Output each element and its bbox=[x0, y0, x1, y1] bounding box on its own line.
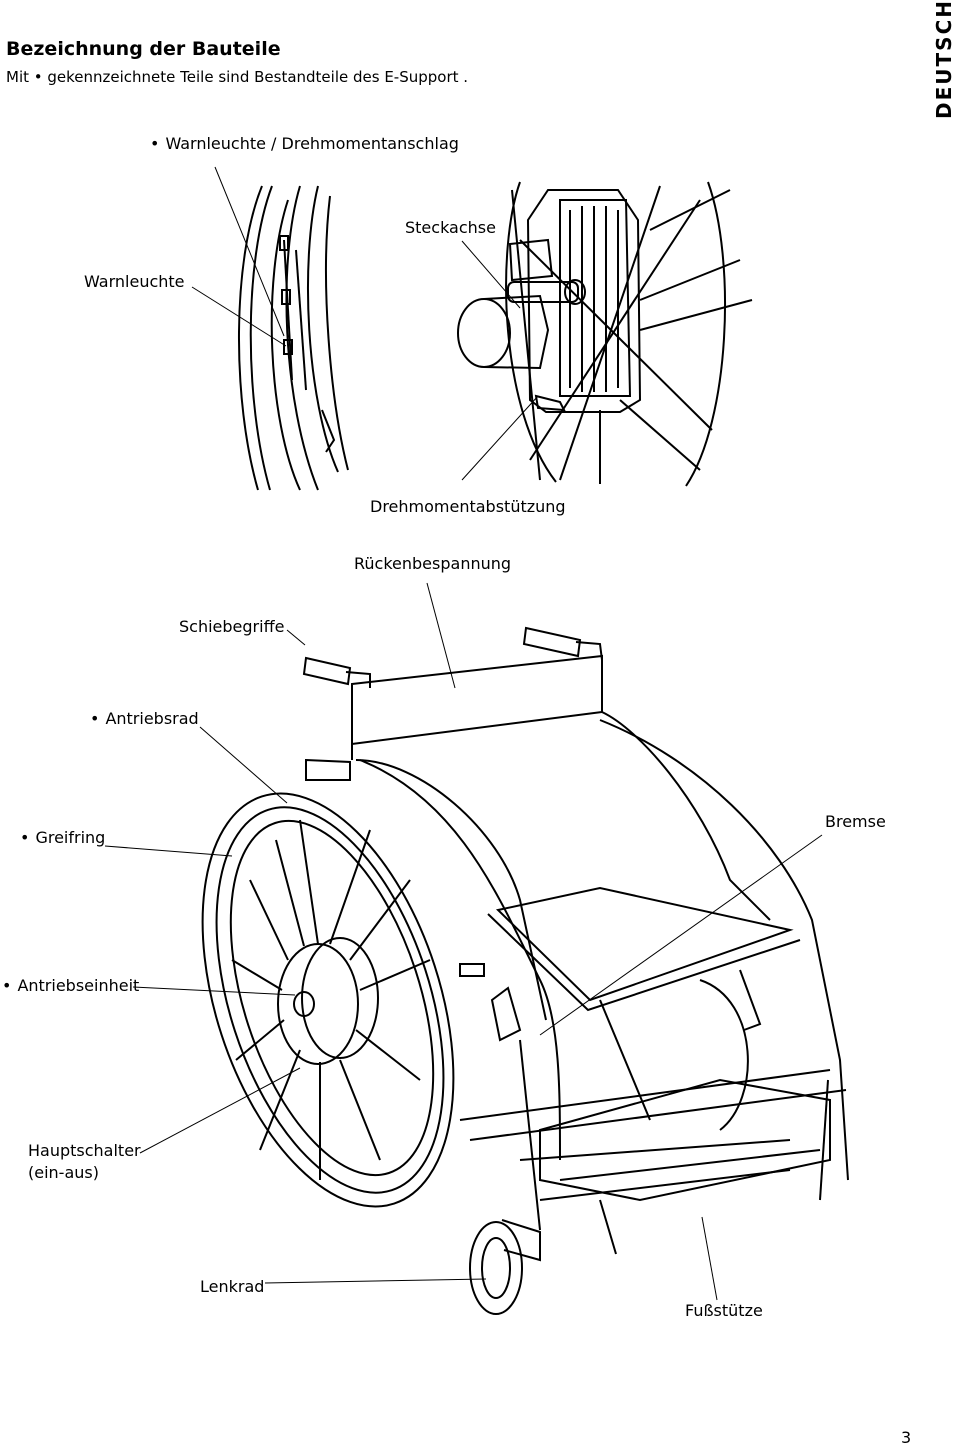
label-rueckenbespannung: Rückenbespannung bbox=[354, 554, 512, 573]
label-steckachse: Steckachse bbox=[405, 218, 496, 237]
main-leader-lines bbox=[105, 583, 822, 1300]
label-hauptschalter: Hauptschalter (ein-aus) bbox=[28, 1140, 141, 1184]
label-warning-torque: Warnleuchte / Drehmomentanschlag bbox=[150, 134, 458, 153]
label-drehmomentabstuetzung: Drehmomentabstützung bbox=[370, 497, 566, 516]
page-title: Bezeichnung der Bauteile bbox=[6, 38, 281, 60]
page-number: 3 bbox=[901, 1428, 912, 1447]
label-hauptschalter-line1: Hauptschalter bbox=[28, 1141, 141, 1160]
wheelchair-drawing bbox=[155, 628, 848, 1314]
label-bremse: Bremse bbox=[825, 812, 886, 831]
label-antriebseinheit: Antriebseinheit bbox=[2, 976, 139, 995]
label-warnleuchte: Warnleuchte bbox=[84, 272, 185, 291]
label-lenkrad: Lenkrad bbox=[200, 1277, 265, 1296]
hub-detail-drawing bbox=[458, 182, 752, 486]
page-subtitle: Mit • gekennzeichnete Teile sind Bestand… bbox=[6, 68, 469, 86]
label-schiebegriffe: Schiebegriffe bbox=[179, 617, 285, 636]
wheel-side-detail-drawing bbox=[239, 186, 348, 490]
label-antriebsrad: Antriebsrad bbox=[90, 709, 198, 728]
label-fussstuetze: Fußstütze bbox=[685, 1301, 763, 1320]
label-hauptschalter-line2: (ein-aus) bbox=[28, 1163, 99, 1182]
label-greifring: Greifring bbox=[20, 828, 105, 847]
top-leader-lines bbox=[192, 167, 538, 480]
